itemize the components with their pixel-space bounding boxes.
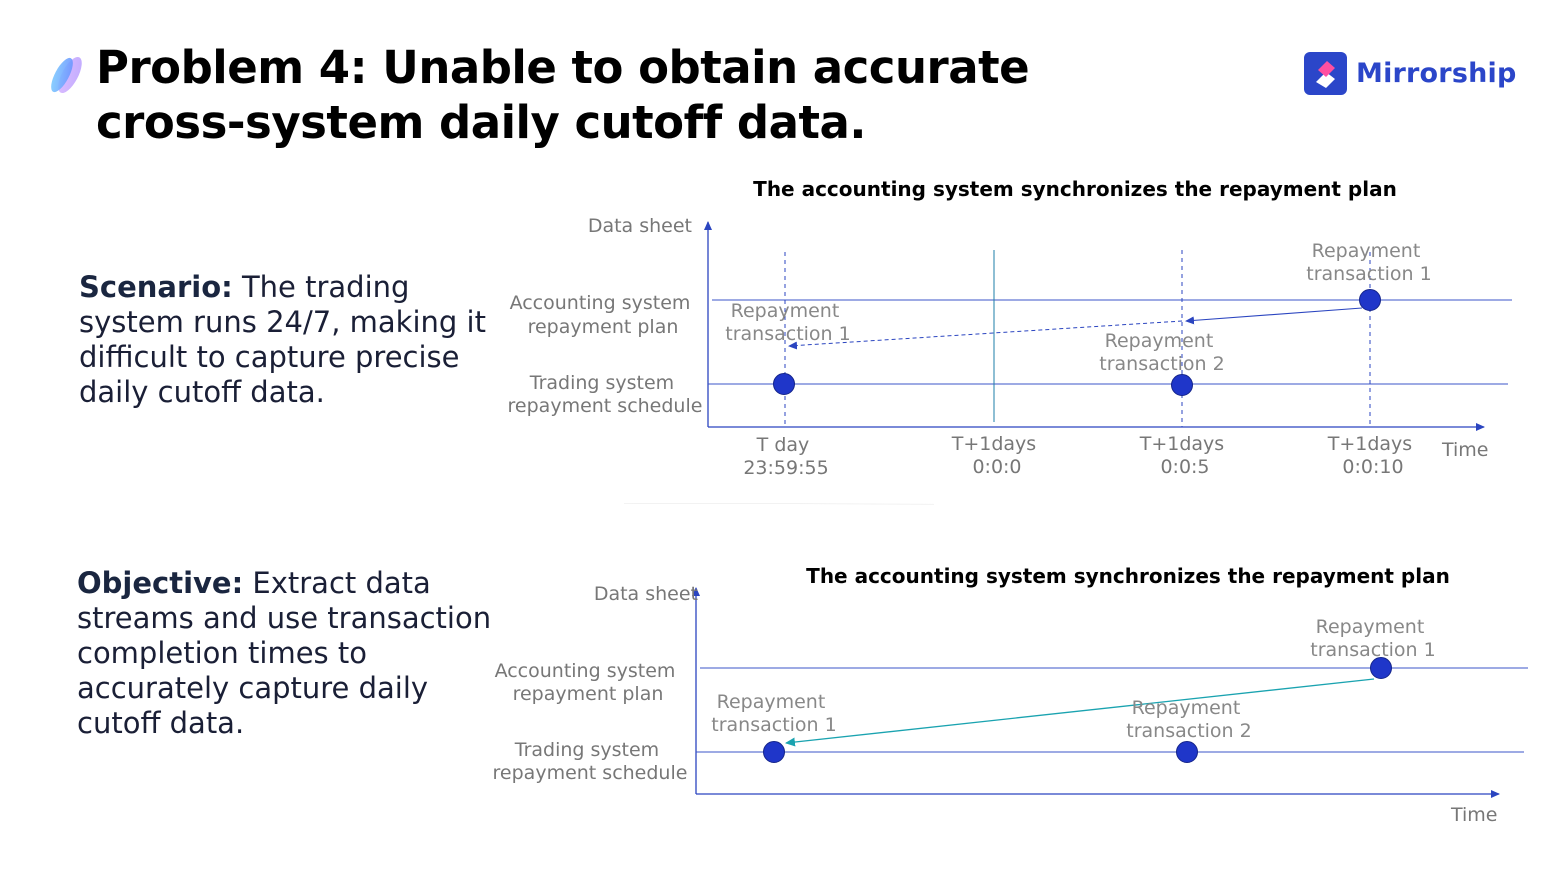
lane-trading-label: Trading system repayment schedule bbox=[508, 372, 703, 417]
transaction-dot bbox=[1370, 657, 1392, 679]
label-trading-tx1: Repayment transaction 1 bbox=[711, 691, 836, 736]
x-axis-label: Time bbox=[1441, 439, 1489, 461]
objective-body: Extract data streams and use transaction… bbox=[77, 566, 492, 740]
diagram-bottom: The accounting system synchronizes the r… bbox=[493, 564, 1528, 826]
x-axis-label: Time bbox=[1450, 804, 1498, 826]
sync-arrow bbox=[788, 320, 1183, 350]
section-divider bbox=[623, 503, 935, 505]
scenario-text: Scenario: The trading system runs 24/7, … bbox=[79, 270, 509, 410]
feather-icon bbox=[51, 56, 82, 94]
label-trading-tx2: Repayment transaction 2 bbox=[1126, 697, 1251, 742]
y-axis-label: Data sheet bbox=[588, 215, 692, 237]
transaction-dot bbox=[1176, 741, 1198, 763]
scenario-label: Scenario: bbox=[79, 270, 233, 304]
diagram-top: The accounting system synchronizes the r… bbox=[508, 177, 1512, 479]
mirrorship-logo bbox=[1304, 52, 1347, 95]
label-accounting-tx1: Repayment transaction 1 bbox=[1310, 616, 1435, 661]
lane-accounting-label: Accounting system repayment plan bbox=[495, 660, 682, 705]
diagram-top-title: The accounting system synchronizes the r… bbox=[753, 177, 1397, 201]
transaction-dot bbox=[1171, 374, 1193, 396]
objective-text: Objective: Extract data streams and use … bbox=[77, 566, 497, 741]
tick-label: T+1days 0:0:10 bbox=[1327, 433, 1419, 478]
brand: Mirrorship bbox=[1304, 52, 1517, 95]
brand-name: Mirrorship bbox=[1356, 58, 1517, 89]
diagram-bottom-title: The accounting system synchronizes the r… bbox=[806, 564, 1450, 588]
lane-accounting-label: Accounting system repayment plan bbox=[510, 292, 697, 338]
label-trading-tx2: Repayment transaction 2 bbox=[1099, 330, 1224, 375]
transaction-dot bbox=[773, 373, 795, 395]
transaction-dot bbox=[763, 741, 785, 763]
sync-arrow bbox=[785, 678, 1375, 747]
objective-label: Objective: bbox=[77, 566, 244, 600]
label-trading-tx1: Repayment transaction 1 bbox=[725, 300, 850, 345]
label-accounting-tx1: Repayment transaction 1 bbox=[1306, 240, 1431, 285]
page-title: Problem 4: Unable to obtain accurate cro… bbox=[96, 41, 1030, 149]
lane-trading-label: Trading system repayment schedule bbox=[493, 739, 688, 784]
tick-label: T+1days 0:0:5 bbox=[1139, 433, 1231, 478]
sync-arrow bbox=[1185, 307, 1363, 325]
tick-label: T day 23:59:55 bbox=[743, 434, 828, 479]
scenario-body: The trading system runs 24/7, making it … bbox=[79, 270, 486, 409]
tick-label: T+1days 0:0:0 bbox=[951, 433, 1043, 478]
transaction-dot bbox=[1359, 289, 1381, 311]
y-axis-label: Data sheet bbox=[594, 583, 698, 605]
